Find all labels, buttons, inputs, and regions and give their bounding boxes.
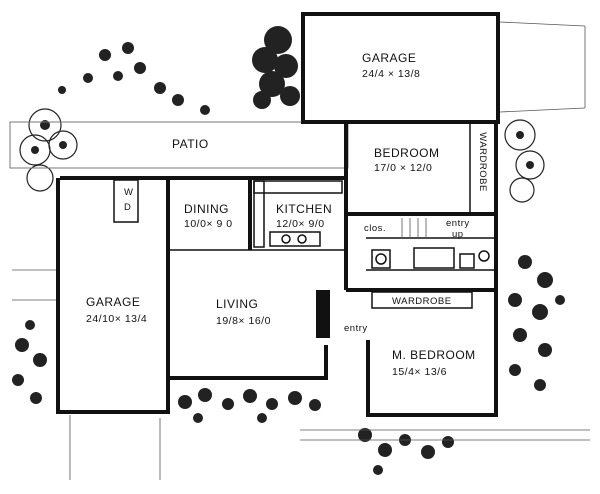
garage-top-dims: 24/4 × 13/8 xyxy=(362,68,420,80)
dining-dims: 10/0× 9 0 xyxy=(184,218,233,230)
living-label: LIVING xyxy=(216,297,258,311)
entry-up-label: up xyxy=(452,229,464,240)
landscaping xyxy=(12,26,565,475)
house-top-wall xyxy=(168,176,348,214)
wd-label-d: D xyxy=(124,202,131,213)
clos-label: clos. xyxy=(364,223,386,234)
shrubs-bottom-left xyxy=(12,320,47,404)
tree-right xyxy=(504,119,545,203)
shrubs-bottom-center xyxy=(178,388,321,423)
kitchen-counters xyxy=(253,180,343,248)
tree-top-center xyxy=(252,26,300,109)
core-walls xyxy=(346,212,498,290)
wardrobe-horizontal-label: WARDROBE xyxy=(392,296,452,307)
trees-left xyxy=(19,108,78,192)
garage-left-label: GARAGE xyxy=(86,295,140,309)
wardrobe-horizontal-box xyxy=(371,291,473,309)
wd-label-w: W xyxy=(124,187,133,198)
master-bedroom-walls xyxy=(346,288,498,417)
driveway-lines xyxy=(12,21,590,480)
utility-fixtures xyxy=(371,247,490,269)
kitchen-label: KITCHEN xyxy=(276,202,332,216)
garage-left-dims: 24/10× 13/4 xyxy=(86,313,147,325)
bedroom-label: BEDROOM xyxy=(374,146,440,160)
master-bedroom-label: M. BEDROOM xyxy=(392,348,476,362)
shrubs-bottom-right xyxy=(358,428,454,475)
kitchen-dims: 12/0× 9/0 xyxy=(276,218,325,230)
shrubs-right xyxy=(508,255,565,391)
entry-top-label: entry xyxy=(446,218,470,229)
entry-mid-label: entry xyxy=(344,323,368,334)
garage-top-label: GARAGE xyxy=(362,51,416,65)
dining-label: DINING xyxy=(184,202,229,216)
patio-label: PATIO xyxy=(172,137,209,151)
living-walls xyxy=(168,345,328,380)
bedroom-dims: 17/0 × 12/0 xyxy=(374,162,432,174)
fireplace xyxy=(316,290,330,338)
garage-left-walls xyxy=(56,176,170,414)
wd-closet xyxy=(113,179,139,223)
living-dims: 19/8× 16/0 xyxy=(216,315,271,327)
shrubs-top-left xyxy=(58,42,210,115)
entry-steps xyxy=(401,218,427,238)
wardrobe-vertical-label: WARDROBE xyxy=(477,132,488,192)
master-bedroom-dims: 15/4× 13/6 xyxy=(392,366,447,378)
